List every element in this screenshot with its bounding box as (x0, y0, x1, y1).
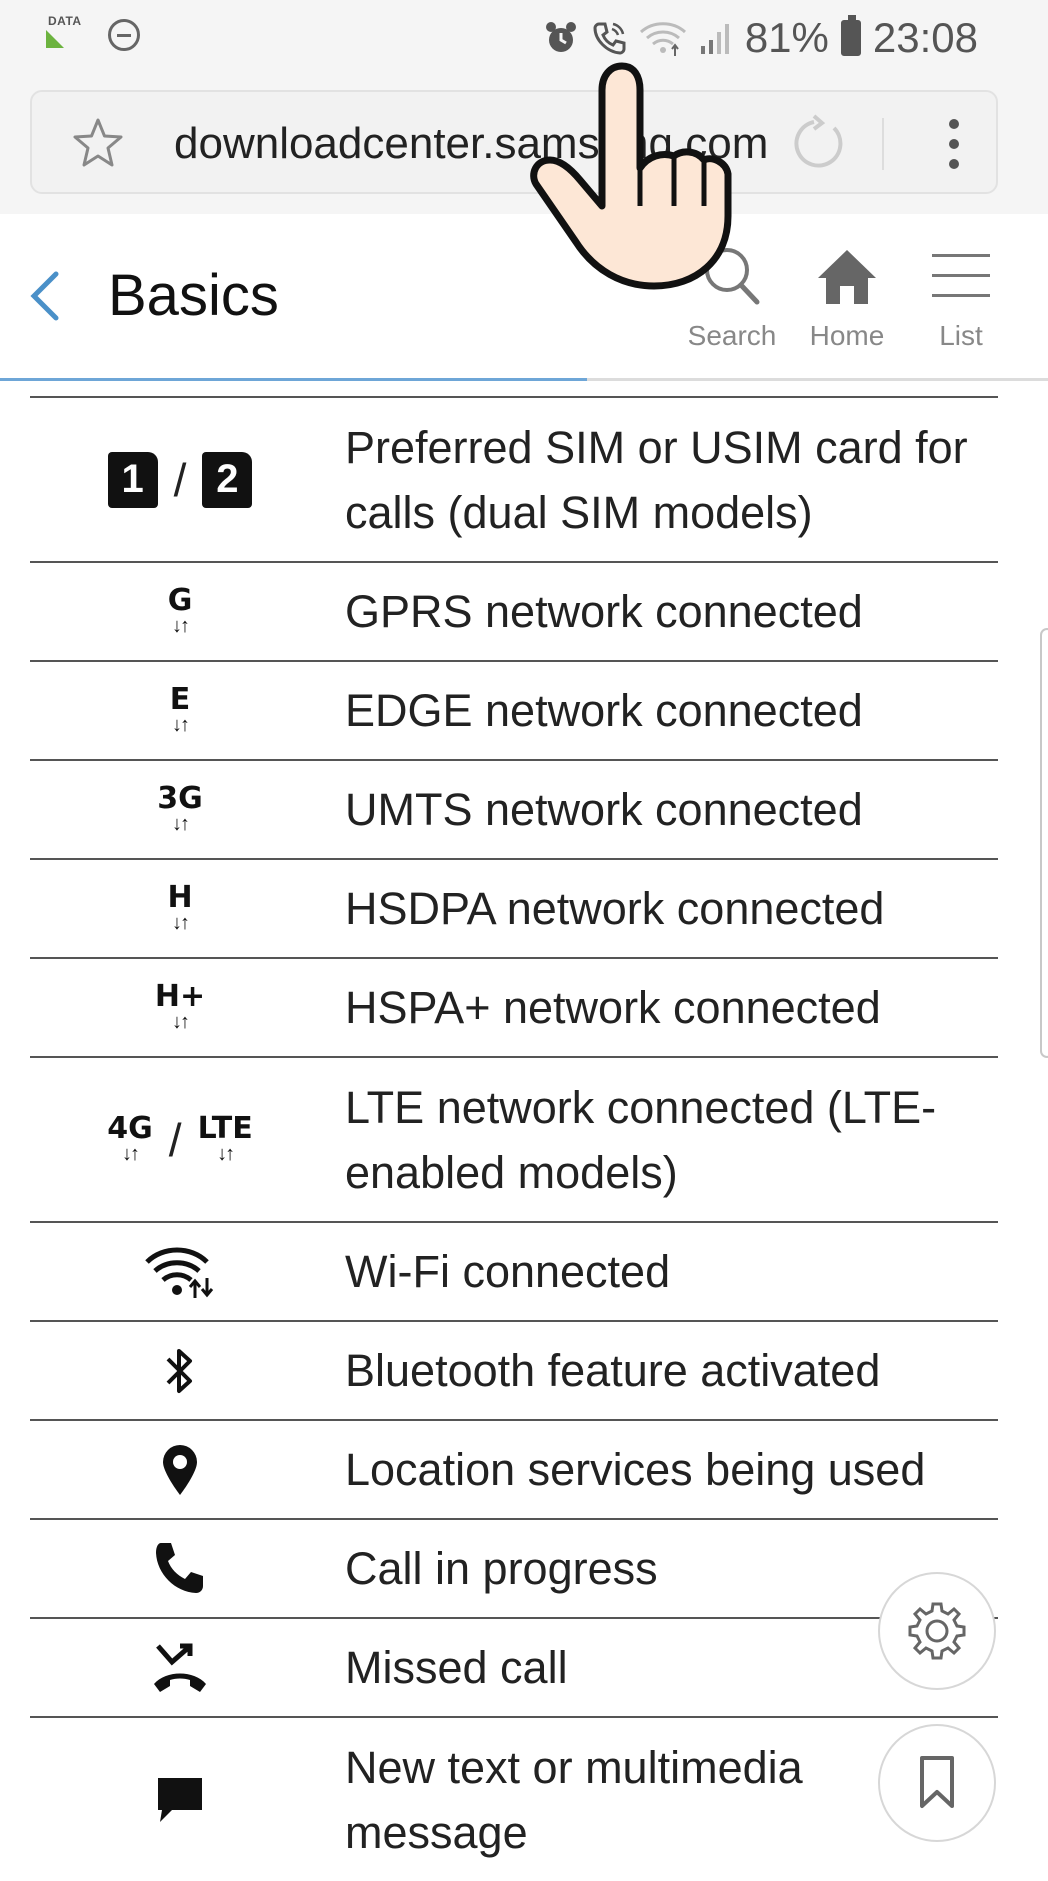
bookmark-star-icon[interactable] (70, 116, 126, 172)
row-description: Call in progress (345, 1543, 658, 1594)
touch-pointer-icon (530, 62, 732, 290)
row-description: Location services being used (345, 1444, 926, 1495)
phone-icon (156, 1542, 203, 1593)
reload-icon[interactable] (790, 114, 848, 172)
list-icon (932, 254, 990, 297)
table-row: New text or multimedia message (30, 1716, 998, 1881)
data-label: DATA (48, 14, 82, 28)
row-description: New text or multimedia message (345, 1741, 803, 1858)
settings-button[interactable] (878, 1572, 996, 1690)
back-arrow-icon[interactable] (24, 268, 64, 324)
clock: 23:08 (872, 14, 978, 61)
hspa-plus-icon: H+↓↑ (154, 978, 206, 1033)
table-row: H↓↑ HSDPA network connected (30, 858, 998, 957)
table-row: Wi-Fi connected (30, 1221, 998, 1320)
row-description: Bluetooth feature activated (345, 1345, 881, 1396)
4g-icon: 4G↓↑ (107, 1110, 153, 1165)
status-bar: DATA 81% 23:08 (0, 0, 1048, 76)
table-row: 3G↓↑ UMTS network connected (30, 759, 998, 858)
status-icons-table: 1 / 2 Preferred SIM or USIM card for cal… (30, 396, 998, 1881)
mobile-data-icon: DATA (44, 14, 82, 56)
bluetooth-icon (166, 1348, 192, 1393)
do-not-disturb-icon (108, 19, 140, 51)
reading-progress-bar (0, 378, 1048, 381)
sim1-icon: 1 (107, 451, 158, 508)
table-row: 4G↓↑ / LTE↓↑ LTE network connected (LTE-… (30, 1056, 998, 1221)
call-icon (593, 22, 626, 55)
address-bar[interactable]: downloadcenter.samsung.com (30, 90, 998, 194)
table-row: H+↓↑ HSPA+ network connected (30, 957, 998, 1056)
wifi-status-icon (639, 22, 686, 56)
row-description: LTE network connected (LTE-enabled model… (345, 1081, 937, 1198)
list-label: List (939, 320, 983, 351)
scroll-handle[interactable] (1040, 628, 1048, 1058)
home-button[interactable]: Home (792, 242, 902, 352)
row-description: GPRS network connected (345, 586, 863, 637)
sim2-icon: 2 (202, 451, 253, 508)
location-pin-icon (163, 1444, 197, 1495)
more-options-icon[interactable] (936, 114, 972, 174)
search-label: Search (687, 320, 777, 351)
reading-progress-fill (0, 378, 587, 381)
row-description: Missed call (345, 1642, 568, 1693)
table-row: Location services being used (30, 1419, 998, 1518)
home-icon (818, 250, 876, 304)
bookmark-icon (920, 1756, 954, 1808)
page-title: Basics (108, 263, 279, 328)
gprs-icon: G↓↑ (167, 582, 193, 637)
table-row: Bluetooth feature activated (30, 1320, 998, 1419)
row-description: EDGE network connected (345, 685, 863, 736)
gear-icon (908, 1602, 966, 1660)
signal-icon (700, 24, 729, 54)
wifi-icon (145, 1247, 214, 1298)
row-description: HSDPA network connected (345, 883, 885, 934)
sim-card-icons: 1 / 2 (30, 451, 330, 508)
bookmark-button[interactable] (878, 1724, 996, 1842)
table-row: Missed call (30, 1617, 998, 1716)
battery-icon (840, 15, 861, 56)
browser-toolbar: downloadcenter.samsung.com (0, 76, 1048, 216)
table-row: Call in progress (30, 1518, 998, 1617)
umts-3g-icon: 3G↓↑ (157, 780, 203, 835)
row-description: Wi-Fi connected (345, 1246, 671, 1297)
page-header: Basics Search Home List (0, 214, 1048, 380)
row-description: UMTS network connected (345, 784, 863, 835)
table-row: 1 / 2 Preferred SIM or USIM card for cal… (30, 396, 998, 561)
lte-icons: 4G↓↑ / LTE↓↑ (107, 1110, 253, 1166)
table-row: E↓↑ EDGE network connected (30, 660, 998, 759)
alarm-icon (545, 22, 576, 52)
lte-icon: LTE↓↑ (197, 1110, 253, 1165)
row-description: HSPA+ network connected (345, 982, 881, 1033)
edge-icon: E↓↑ (169, 681, 191, 736)
status-left: DATA (44, 14, 140, 56)
table-row: G↓↑ GPRS network connected (30, 561, 998, 660)
message-icon (158, 1777, 202, 1822)
missed-call-icon (154, 1643, 206, 1692)
hsdpa-icon: H↓↑ (167, 879, 193, 934)
status-right: 81% 23:08 (543, 10, 978, 66)
row-description: Preferred SIM or USIM card for calls (du… (345, 421, 968, 538)
battery-percent: 81% (744, 14, 829, 61)
list-button[interactable]: List (906, 242, 1016, 352)
home-label: Home (809, 320, 885, 351)
url-divider (882, 118, 884, 170)
